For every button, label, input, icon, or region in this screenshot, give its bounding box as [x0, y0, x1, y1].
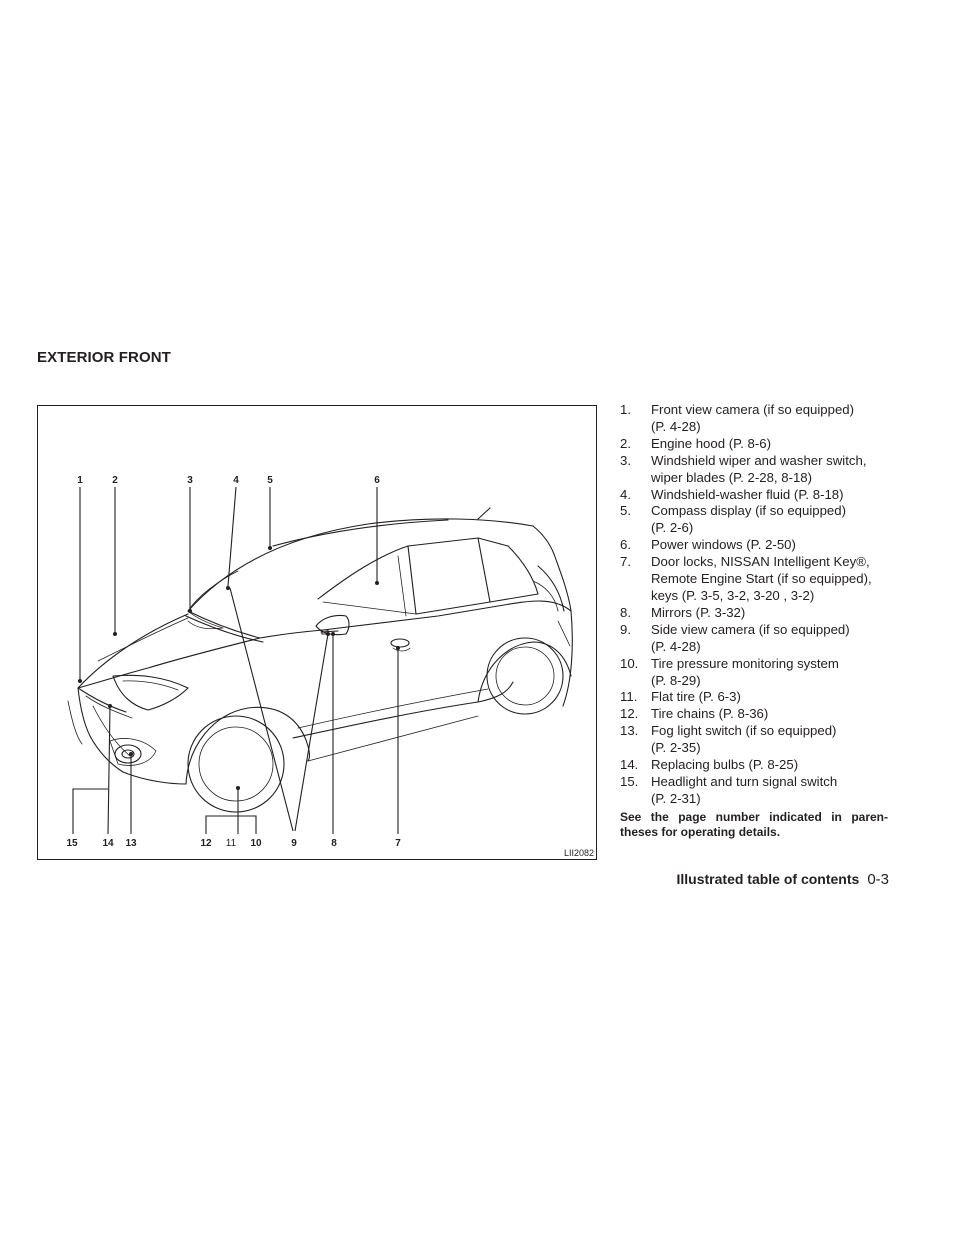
item-text: Engine hood (P. 8-6) [651, 435, 771, 451]
item-continuation: wiper blades (P. 2-28, 8-18) [651, 469, 813, 485]
item-number: 6. [620, 537, 631, 553]
item-text: Mirrors (P. 3-32) [651, 604, 746, 620]
item-text: Fog light switch (if so equipped) [651, 723, 837, 739]
page-footer: Illustrated table of contents 0-3 [677, 871, 890, 888]
reference-note: See the page number indicated in paren- … [620, 810, 888, 839]
list-item: 6. Power windows (P. 2-50) [620, 537, 892, 554]
item-text: Compass display (if so equipped) [651, 503, 846, 519]
item-number: 9. [620, 621, 631, 637]
item-number: 11. [620, 689, 638, 705]
item-number: 13. [620, 723, 639, 739]
callout-3: 3 [187, 475, 193, 486]
list-item: 13. Fog light switch (if so equipped)(P. … [620, 723, 892, 757]
callout-14: 14 [102, 838, 114, 849]
list-item: 5. Compass display (if so equipped)(P. 2-… [620, 503, 892, 537]
item-number: 14. [620, 757, 639, 773]
item-continuation: (P. 2-31) [651, 790, 701, 806]
item-continuation: Remote Engine Start (if so equipped), [651, 571, 872, 587]
list-item: 2. Engine hood (P. 8-6) [620, 436, 892, 453]
item-number: 1. [620, 402, 631, 417]
vehicle-drawing [67, 507, 573, 813]
item-text: Tire chains (P. 8-36) [651, 706, 769, 722]
figure-code: LII2082 [564, 848, 594, 858]
list-item: 15. Headlight and turn signal switch(P. 2… [620, 774, 892, 808]
callout-9: 9 [291, 838, 297, 849]
list-item: 7. Door locks, NISSAN Intelligent Key®,Re… [620, 554, 892, 605]
item-number: 4. [620, 486, 631, 502]
vehicle-exterior-figure: 1 2 3 4 5 6 15 14 13 12 11 10 9 8 7 LII2… [37, 405, 597, 860]
vehicle-illustration: 1 2 3 4 5 6 15 14 13 12 11 10 9 8 7 LII2… [66, 475, 594, 858]
item-text: Windshield wiper and washer switch, [651, 452, 867, 468]
item-text: Replacing bulbs (P. 8-25) [651, 757, 799, 773]
leader-dots [78, 546, 400, 790]
callout-12: 12 [200, 838, 212, 849]
item-text: Side view camera (if so equipped) [651, 621, 850, 637]
item-text: Front view camera (if so equipped) [651, 402, 855, 417]
item-number: 7. [620, 554, 631, 570]
callout-1: 1 [77, 475, 83, 486]
item-continuation: (P. 2-6) [651, 520, 694, 536]
page-number: 0-3 [867, 871, 889, 888]
item-continuation: (P. 8-29) [651, 672, 701, 688]
list-item: 9. Side view camera (if so equipped)(P. 4… [620, 622, 892, 656]
item-number: 12. [620, 706, 639, 722]
callout-15: 15 [66, 838, 78, 849]
item-number: 3. [620, 452, 631, 468]
list-item: 12. Tire chains (P. 8-36) [620, 706, 892, 723]
callout-11: 11 [226, 838, 237, 849]
item-number: 2. [620, 435, 631, 451]
item-text: Headlight and turn signal switch [651, 773, 838, 789]
callout-2: 2 [112, 475, 118, 486]
item-continuation: keys (P. 3-5, 3-2, 3-20 , 3-2) [651, 587, 815, 603]
item-text: Windshield-washer fluid (P. 8-18) [651, 486, 844, 502]
item-number: 15. [620, 773, 639, 789]
callout-8: 8 [331, 838, 337, 849]
list-item: 8. Mirrors (P. 3-32) [620, 605, 892, 622]
item-text: Flat tire (P. 6-3) [651, 689, 741, 705]
list-item: 14. Replacing bulbs (P. 8-25) [620, 757, 892, 774]
footer-section-label: Illustrated table of contents [676, 871, 860, 887]
callout-13: 13 [125, 838, 137, 849]
callout-4: 4 [233, 475, 239, 486]
item-number: 8. [620, 604, 631, 620]
callout-5: 5 [267, 475, 273, 486]
list-item: 10. Tire pressure monitoring system(P. 8-… [620, 656, 892, 690]
item-continuation: (P. 4-28) [651, 418, 701, 434]
list-item: 11. Flat tire (P. 6-3) [620, 689, 892, 706]
item-number: 10. [620, 655, 639, 671]
item-number: 5. [620, 503, 631, 519]
component-list: 1.Front view camera (if so equipped)(P. … [620, 402, 892, 808]
item-continuation: (P. 4-28) [651, 638, 701, 654]
callout-10: 10 [250, 838, 262, 849]
list-item: 3. Windshield wiper and washer switch,wip… [620, 453, 892, 487]
leader-lines [72, 486, 399, 835]
callout-6: 6 [374, 475, 380, 486]
item-continuation: (P. 2-35) [651, 740, 701, 756]
item-text: Tire pressure monitoring system [651, 655, 839, 671]
callout-7: 7 [395, 838, 401, 849]
list-item: 1. Front view camera (if so equipped)(P. … [620, 402, 892, 436]
section-title: EXTERIOR FRONT [37, 349, 171, 366]
list-item: 4. Windshield-washer fluid (P. 8-18) [620, 487, 892, 504]
item-text: Power windows (P. 2-50) [651, 537, 796, 553]
item-text: Door locks, NISSAN Intelligent Key®, [651, 554, 870, 570]
